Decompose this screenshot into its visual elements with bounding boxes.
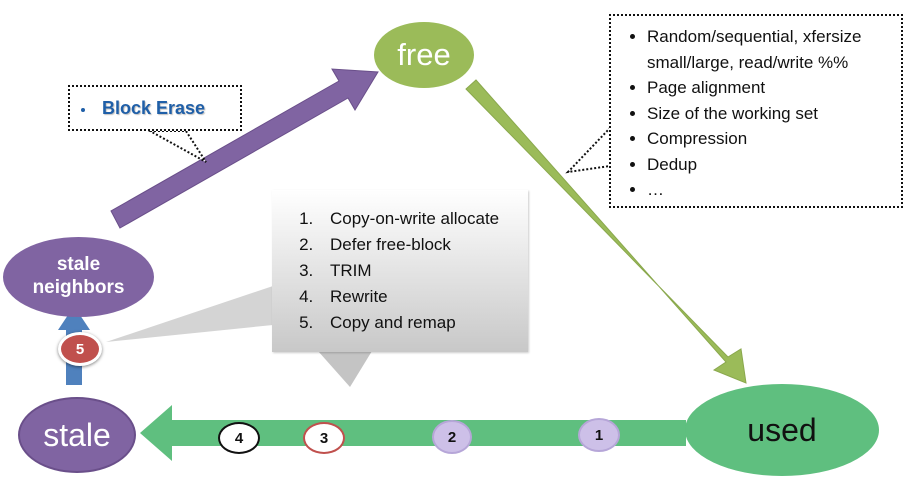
step-item: Copy and remap bbox=[318, 310, 520, 336]
node-stale: stale bbox=[18, 397, 136, 473]
block-erase-callout-tail bbox=[146, 130, 207, 163]
block-erase-callout: Block Erase bbox=[68, 85, 242, 131]
step-badge-1: 1 bbox=[578, 418, 620, 452]
node-free: free bbox=[374, 22, 474, 88]
step-item: Defer free-block bbox=[318, 232, 520, 258]
node-used: used bbox=[685, 384, 879, 476]
arrow-free-to-used bbox=[465, 79, 747, 384]
neighbors-label-line1: stale bbox=[56, 254, 101, 276]
step-badge-4: 4 bbox=[218, 422, 260, 454]
node-used-label: used bbox=[747, 411, 817, 448]
node-stale-neighbors-label: stale neighbors bbox=[33, 254, 125, 300]
steps-callout-tail-left bbox=[106, 286, 273, 342]
block-erase-text: Block Erase bbox=[102, 97, 206, 118]
steps-callout-tail-down bbox=[318, 351, 372, 387]
block-erase-item: Block Erase bbox=[96, 98, 205, 119]
factors-callout: Random/sequential, xfersize small/large,… bbox=[609, 14, 903, 208]
factors-callout-tail bbox=[565, 125, 611, 174]
factor-item: Page alignment bbox=[647, 75, 891, 101]
step-item: TRIM bbox=[318, 258, 520, 284]
node-free-label: free bbox=[397, 37, 451, 72]
steps-list: Copy-on-write allocate Defer free-block … bbox=[284, 206, 520, 336]
factors-list: Random/sequential, xfersize small/large,… bbox=[619, 24, 891, 203]
node-stale-neighbors: stale neighbors bbox=[3, 237, 154, 317]
step-badge-5: 5 bbox=[58, 332, 102, 366]
step-item: Copy-on-write allocate bbox=[318, 206, 520, 232]
arrow-neighbors-to-free bbox=[110, 68, 379, 229]
block-erase-list: Block Erase bbox=[70, 98, 205, 119]
node-stale-label: stale bbox=[43, 416, 111, 453]
neighbors-label-line2: neighbors bbox=[32, 277, 125, 298]
arrow-used-to-stale bbox=[140, 405, 686, 461]
factor-item: Compression bbox=[647, 126, 891, 152]
step-item: Rewrite bbox=[318, 284, 520, 310]
factor-item: Dedup bbox=[647, 152, 891, 178]
step-badge-2: 2 bbox=[432, 420, 472, 454]
factor-item: Size of the working set bbox=[647, 101, 891, 127]
step-badge-3: 3 bbox=[303, 422, 345, 454]
factor-item: … bbox=[647, 177, 891, 203]
steps-callout: Copy-on-write allocate Defer free-block … bbox=[272, 190, 528, 352]
factor-item: Random/sequential, xfersize small/large,… bbox=[647, 24, 891, 75]
